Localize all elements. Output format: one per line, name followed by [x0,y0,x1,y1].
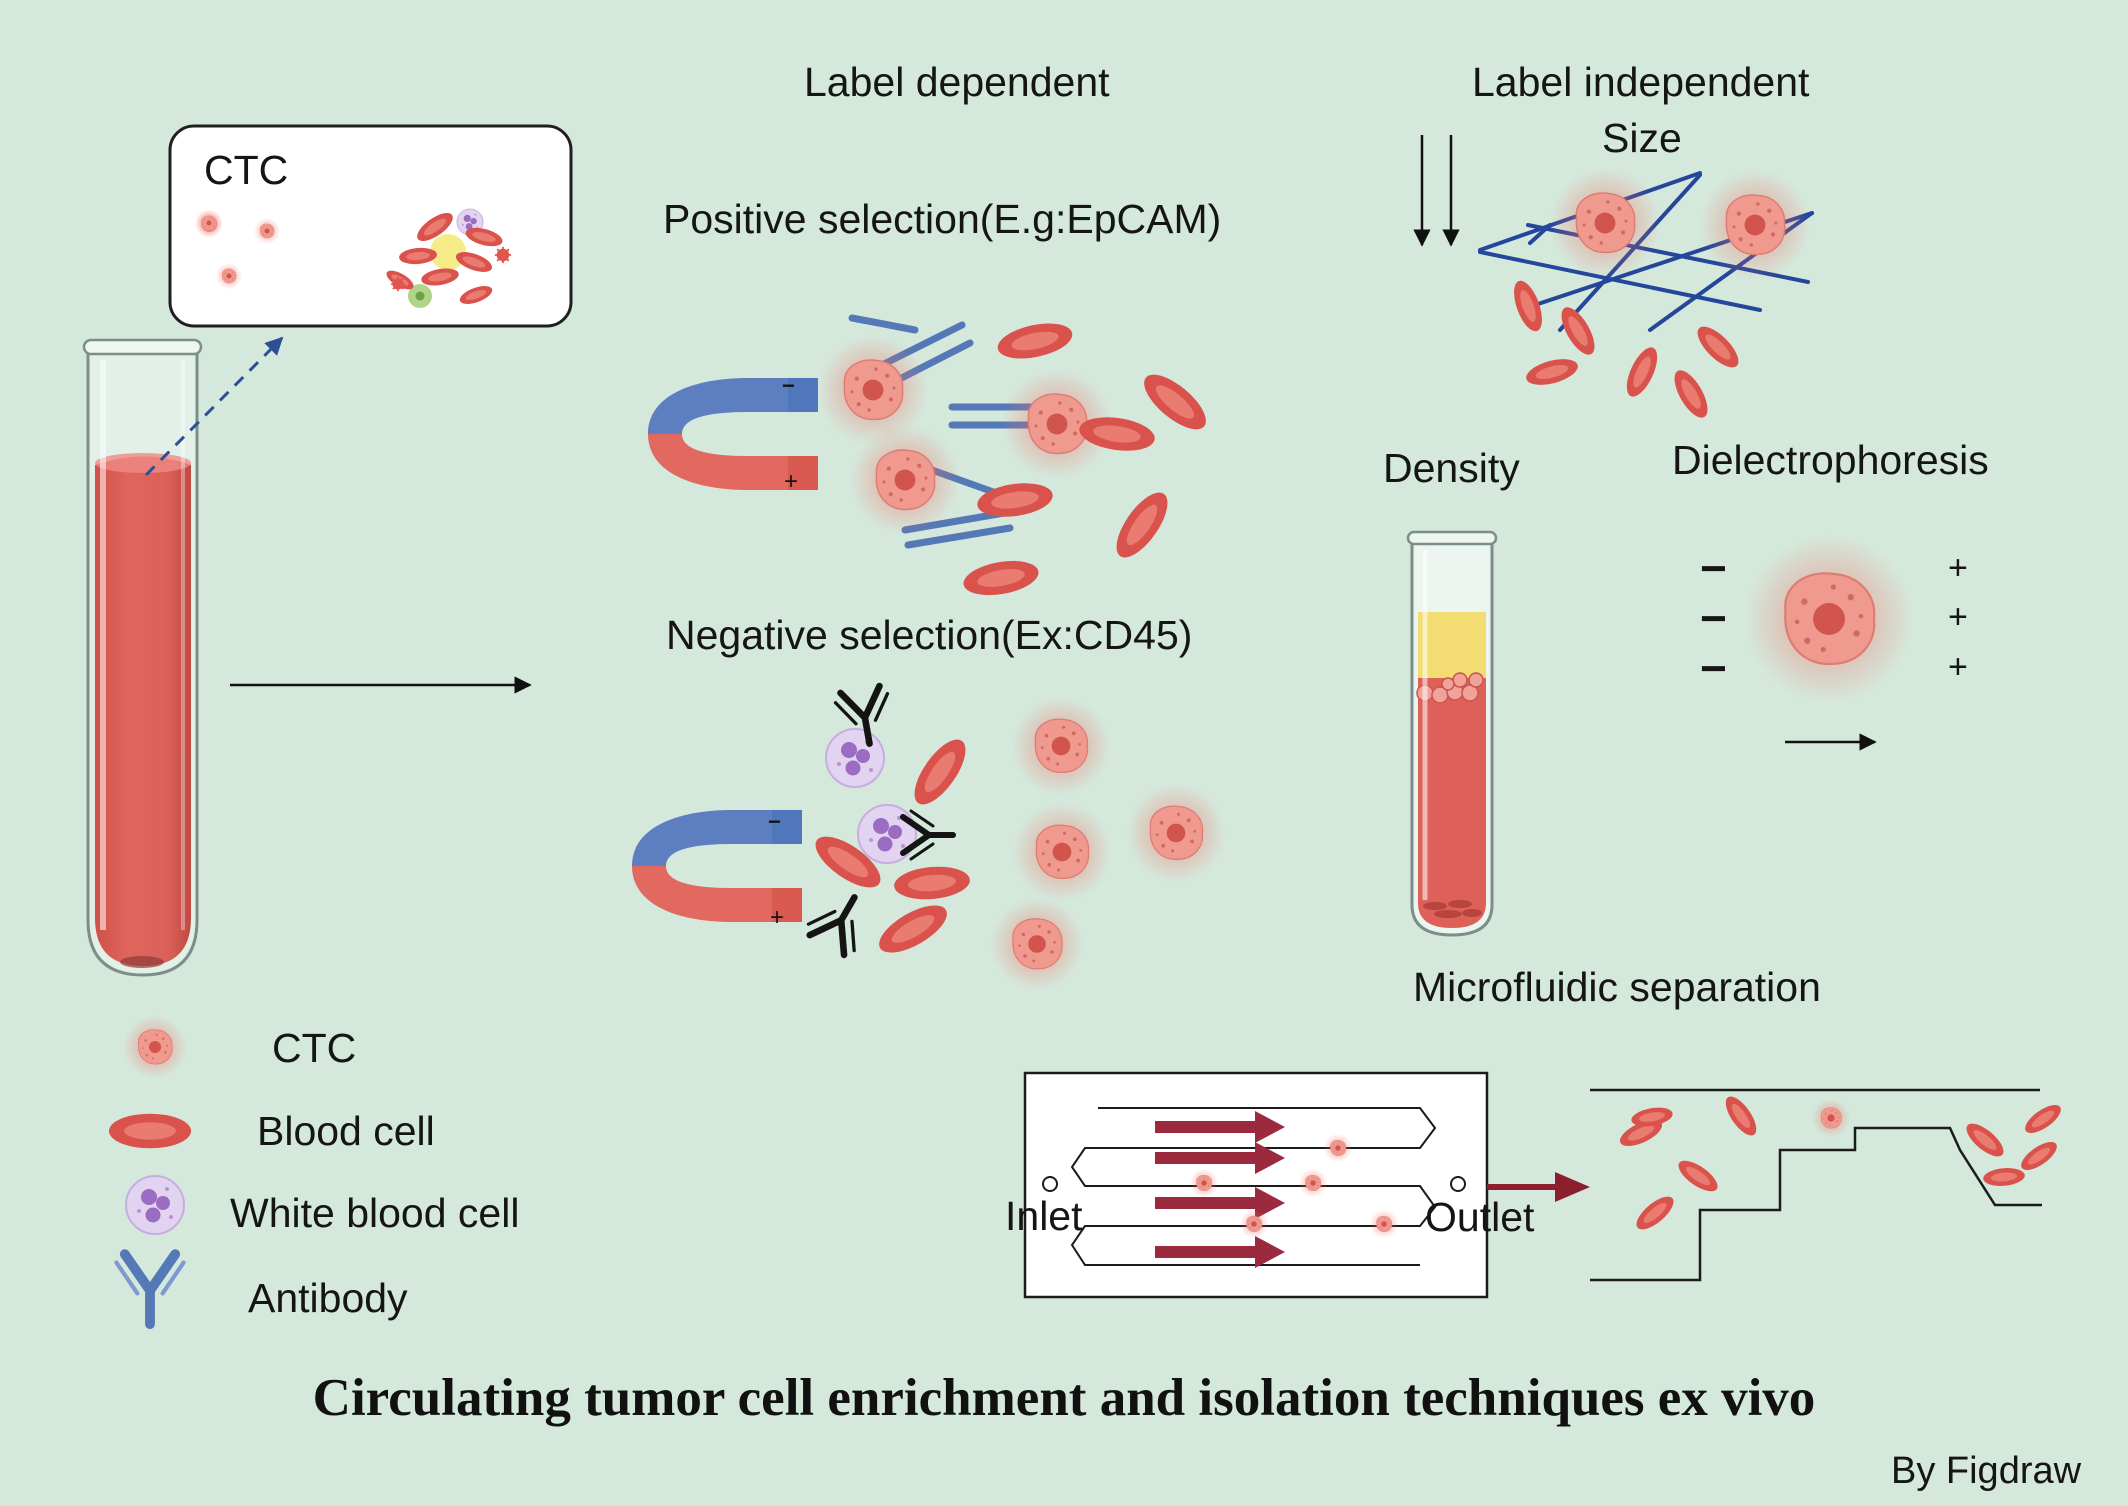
white-blood-cell-icon [125,1175,185,1235]
zoom-dashed-arrow [144,336,284,477]
microfluidic-chip [1023,1071,1590,1299]
label-dependent-heading: Label dependent [804,59,1110,105]
legend-label-ctc: CTC [272,1025,357,1071]
legend-label-antibody: Antibody [248,1275,408,1321]
size-filter-illustration [1413,135,1814,423]
microfluidic-separation-heading: Microfluidic separation [1413,964,1821,1010]
positive-selection-illustration [648,314,1215,601]
dep-minus-3: − [1700,642,1727,694]
outlet-label: Outlet [1425,1194,1535,1240]
legend-label-blood-cell: Blood cell [257,1108,435,1154]
figure-title: Circulating tumor cell enrichment and is… [312,1369,1816,1427]
dep-plus-3: + [1948,648,1968,686]
inlet-label: Inlet [1005,1193,1083,1239]
ctc-inset-box [168,124,573,328]
positive-magnet-minus: − [782,373,795,398]
dep-plus-2: + [1948,598,1968,636]
positive-selection-heading: Positive selection(E.g:EpCAM) [663,196,1222,242]
positive-magnet-plus: + [784,468,799,495]
inset-ctc-label: CTC [204,147,289,193]
label-independent-heading: Label independent [1472,59,1810,105]
dielectrophoresis-illustration [1743,533,1915,751]
density-heading: Density [1383,445,1520,491]
size-heading: Size [1602,115,1682,161]
negative-magnet-minus: − [768,809,781,834]
negative-selection-heading: Negative selection(Ex:CD45) [666,612,1193,658]
legend-label-white-blood-cell: White blood cell [230,1190,520,1236]
dep-plus-1: + [1948,549,1968,587]
negative-selection-illustration [632,685,1226,992]
density-gradient-tube [1406,530,1498,937]
ctc-icon [122,1014,188,1080]
credit-label: By Figdraw [1891,1450,2082,1492]
dep-minus-2: − [1700,592,1727,644]
blood-cell-icon [108,1113,192,1149]
dielectrophoresis-heading: Dielectrophoresis [1672,437,1989,483]
blood-test-tube [82,338,203,977]
antibody-icon [116,1254,183,1324]
dep-minus-1: − [1700,542,1727,594]
legend-icons [108,1014,192,1324]
step-channel-illustration [1590,1088,2066,1282]
negative-magnet-plus: + [770,904,785,931]
